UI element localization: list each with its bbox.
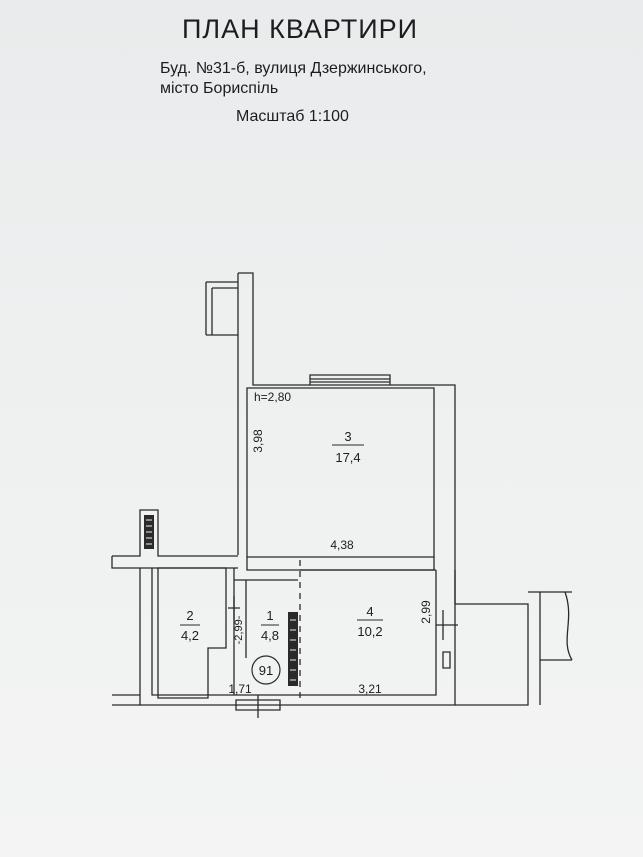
room4-width-dim: 3,21 xyxy=(358,682,382,696)
room3-area: 17,4 xyxy=(335,450,360,465)
room2-number: 2 xyxy=(186,608,193,623)
room3-height-dim: 3,98 xyxy=(251,429,265,453)
room4-number: 4 xyxy=(366,604,373,619)
vent-grill-left xyxy=(144,515,154,549)
vent-grill-room1 xyxy=(288,612,298,686)
corridor-width-dim: 1,71 xyxy=(228,682,252,696)
address-line-2: місто Бориспіль xyxy=(160,80,279,97)
apartment-number-circle xyxy=(251,655,281,685)
room1-area: 4,8 xyxy=(261,628,279,643)
room3-number: 3 xyxy=(344,429,351,444)
scale-label: Масштаб 1:100 xyxy=(236,108,349,125)
room4-area: 10,2 xyxy=(357,624,382,639)
room3-width-dim: 4,38 xyxy=(330,538,354,552)
corridor-height-dim: -2,99- xyxy=(233,615,245,644)
page-title: ПЛАН КВАРТИРИ xyxy=(181,14,419,44)
room2-area: 4,2 xyxy=(181,628,199,643)
room1-number: 1 xyxy=(266,608,273,623)
apartment-number: 91 xyxy=(259,663,273,678)
room4-height-dim: 2,99 xyxy=(419,600,433,624)
ceiling-height: h=2,80 xyxy=(254,390,291,404)
plan-walls xyxy=(111,272,573,718)
address-line-1: Буд. №31-б, вулиця Дзержинського, xyxy=(160,60,427,77)
